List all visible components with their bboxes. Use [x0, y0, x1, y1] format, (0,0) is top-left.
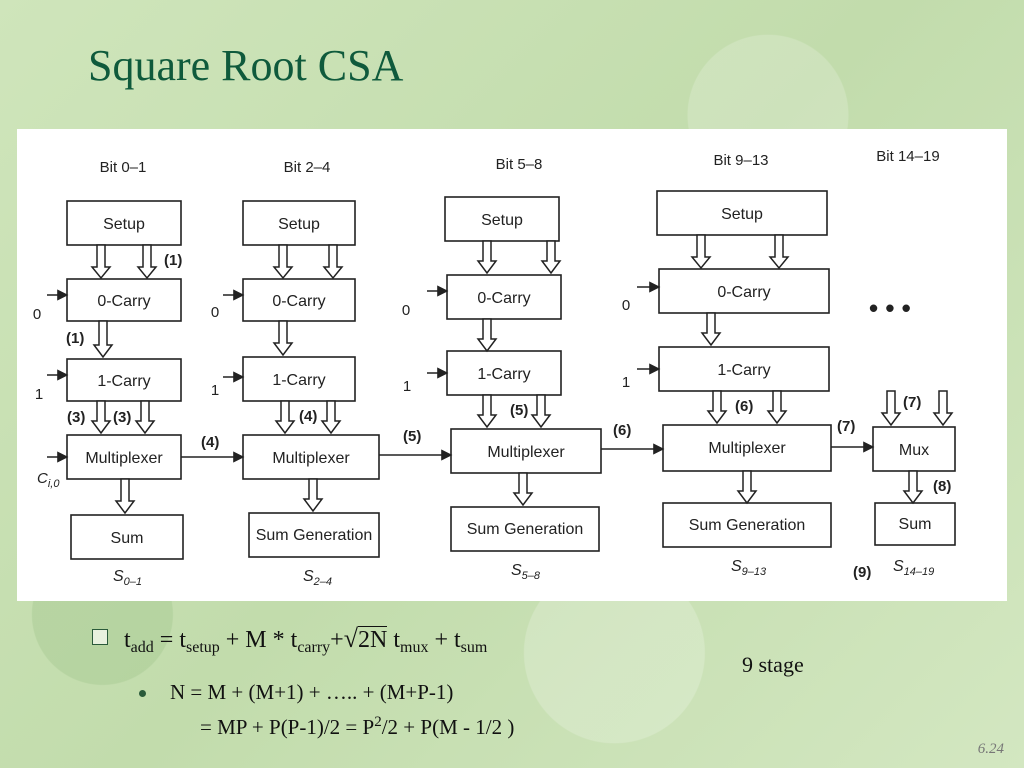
mux-label-0: Multiplexer: [85, 450, 163, 467]
carry1-label-0: 1-Carry: [97, 373, 150, 390]
carry-in-label: Ci,0: [37, 470, 60, 490]
bullet-dot-icon: [139, 690, 146, 697]
step-7b: (7): [903, 394, 921, 411]
diagram-panel: Bit 0–1 Bit 2–4 Bit 5–8 Bit 9–13 Bit 14–…: [17, 129, 1007, 601]
step-1a: (1): [164, 252, 182, 269]
input-one-2: 1: [403, 378, 411, 395]
sumgen-label-2: Sum Generation: [467, 521, 584, 538]
stage-count: 9 stage: [742, 652, 804, 677]
step-6b: (6): [735, 398, 753, 415]
slide-title: Square Root CSA: [88, 41, 404, 90]
sqrt-term: 2N: [358, 626, 388, 653]
step-5b: (5): [510, 402, 528, 419]
output-3: S9–13: [731, 558, 767, 578]
sumgen-label-3: Sum Generation: [689, 517, 806, 534]
output-2: S5–8: [511, 562, 541, 582]
input-one-0: 1: [35, 386, 43, 403]
setup-label-1: Setup: [278, 216, 320, 233]
mux-label-2: Multiplexer: [487, 444, 565, 461]
bit-label-0: Bit 0–1: [100, 159, 147, 176]
carry0-label-3: 0-Carry: [717, 284, 770, 301]
input-zero-3: 0: [622, 297, 630, 314]
bit-label-1: Bit 2–4: [284, 159, 331, 176]
bit-label-3: Bit 9–13: [713, 152, 768, 169]
carry1-label-2: 1-Carry: [477, 366, 530, 383]
output-0: S0–1: [113, 568, 142, 588]
n-equation: N = M + (M+1) + ….. + (M+P-1): [170, 680, 454, 704]
input-zero-2: 0: [402, 302, 410, 319]
input-one-3: 1: [622, 374, 630, 391]
csa-diagram: Bit 0–1 Bit 2–4 Bit 5–8 Bit 9–13 Bit 14–…: [33, 148, 956, 588]
sum-label-4: Sum: [899, 516, 932, 533]
carry0-label-1: 0-Carry: [272, 293, 325, 310]
step-9: (9): [853, 564, 871, 581]
step-4a: (4): [201, 434, 219, 451]
setup-label-3: Setup: [721, 206, 763, 223]
mux-label-1: Multiplexer: [272, 450, 350, 467]
input-zero-0: 0: [33, 306, 41, 323]
sum-label-0: Sum: [111, 530, 144, 547]
input-zero-1: 0: [211, 304, 219, 321]
carry1-label-3: 1-Carry: [717, 362, 770, 379]
setup-label-0: Setup: [103, 216, 145, 233]
mux-label-4: Mux: [899, 442, 929, 459]
carry0-label-2: 0-Carry: [477, 290, 530, 307]
timing-equation: tadd = tsetup + M * tcarry+√2N tmux + ts…: [124, 624, 488, 656]
step-3a: (3): [67, 409, 85, 426]
step-8: (8): [933, 478, 951, 495]
carry0-label-0: 0-Carry: [97, 293, 150, 310]
step-4b: (4): [299, 408, 317, 425]
input-one-1: 1: [211, 382, 219, 399]
n-expansion: = MP + P(P-1)/2 = P2/2 + P(M - 1/2 ): [200, 714, 515, 739]
step-5a: (5): [403, 428, 421, 445]
output-4: S14–19: [893, 558, 934, 578]
step-1b: (1): [66, 330, 84, 347]
sumgen-label-1: Sum Generation: [256, 527, 373, 544]
step-3b: (3): [113, 409, 131, 426]
page-number: 6.24: [977, 741, 1004, 757]
mux-label-3: Multiplexer: [708, 440, 786, 457]
setup-label-2: Setup: [481, 212, 523, 229]
ellipsis: • • •: [869, 293, 911, 323]
bit-label-2: Bit 5–8: [496, 156, 543, 173]
carry1-label-1: 1-Carry: [272, 372, 325, 389]
step-7a: (7): [837, 418, 855, 435]
step-6a: (6): [613, 422, 631, 439]
output-1: S2–4: [303, 568, 332, 588]
checkbox-bullet-icon: [92, 629, 108, 645]
sqrt-icon: √: [343, 624, 358, 653]
bit-label-4: Bit 14–19: [876, 148, 939, 165]
